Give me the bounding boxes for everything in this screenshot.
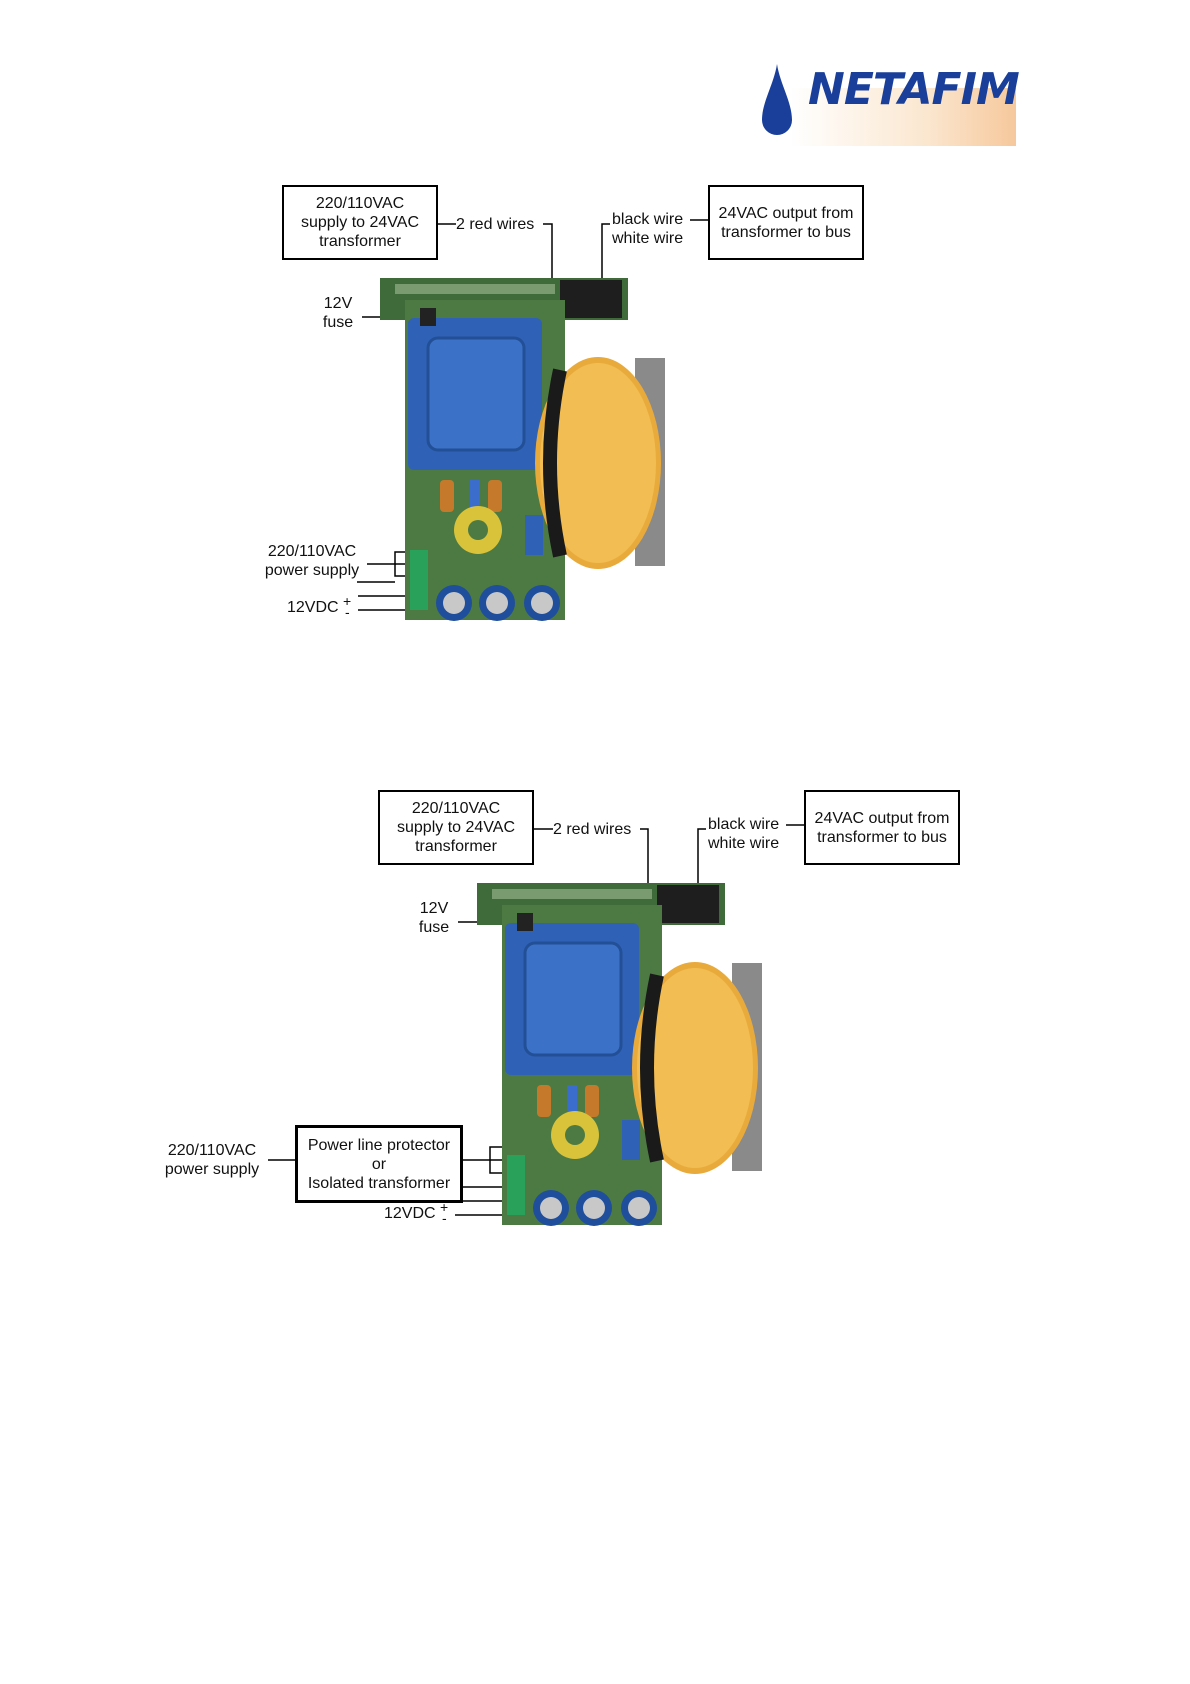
- power-supply-line-2: power supply: [164, 1161, 260, 1178]
- protector-box-line-1: Power line protector: [307, 1136, 451, 1154]
- output-to-bus-box: 24VAC output from transformer to bus: [804, 790, 960, 865]
- output-box-line-2: transformer to bus: [721, 223, 851, 241]
- dc-label: 12VDC: [384, 1205, 436, 1222]
- supply-box-line-3: transformer: [415, 838, 497, 855]
- water-drop-icon: [762, 64, 792, 135]
- power-line-protector-box: Power line protector or Isolated transfo…: [295, 1125, 463, 1203]
- output-box-line-1: 24VAC output from: [814, 809, 950, 827]
- supply-box-line-1: 220/110VAC: [315, 195, 405, 212]
- dc-plus-label: +: [440, 1199, 449, 1215]
- supply-to-transformer-box: 220/110VAC supply to 24VAC transformer: [378, 790, 534, 865]
- board-photo-illustration: [268, 824, 804, 1226]
- logo-text: NETAFIM: [808, 64, 1020, 115]
- fuse-label-line-2: fuse: [418, 919, 450, 936]
- dc-label: 12VDC: [287, 599, 339, 616]
- power-supply-diagram-top: 220/110VAC supply to 24VAC transformer 2…: [0, 180, 1190, 740]
- fuse-label: 12V fuse: [412, 899, 456, 937]
- fuse-label-line-1: 12V: [419, 900, 449, 917]
- dc-minus-label: -: [345, 604, 350, 620]
- supply-box-line-2: supply to 24VAC: [397, 819, 515, 836]
- board-photo-illustration: [357, 219, 708, 621]
- dc-minus-label: -: [442, 1210, 447, 1226]
- power-supply-line-1: 220/110VAC: [167, 1142, 257, 1159]
- fuse-label: 12V fuse: [316, 294, 360, 332]
- fuse-label-line-1: 12V: [323, 295, 353, 312]
- output-to-bus-box: 24VAC output from transformer to bus: [708, 185, 864, 260]
- power-supply-label: 220/110VAC power supply: [158, 1141, 266, 1179]
- red-wires-label: 2 red wires: [456, 216, 535, 233]
- fuse-label-line-2: fuse: [322, 314, 354, 331]
- output-box-line-2: transformer to bus: [817, 828, 947, 846]
- supply-to-transformer-box: 220/110VAC supply to 24VAC transformer: [282, 185, 438, 260]
- supply-box-line-2: supply to 24VAC: [301, 214, 419, 231]
- dc-plus-label: +: [343, 593, 352, 609]
- white-wire-label: white wire: [612, 230, 684, 247]
- black-wire-label: black wire: [612, 211, 684, 228]
- power-supply-line-2: power supply: [264, 562, 360, 579]
- power-supply-line-1: 220/110VAC: [267, 543, 357, 560]
- power-supply-label: 220/110VAC power supply: [258, 542, 366, 580]
- power-supply-diagram-bottom: 220/110VAC supply to 24VAC transformer 2…: [0, 785, 1190, 1345]
- protector-box-line-2: or: [371, 1155, 387, 1173]
- supply-box-line-3: transformer: [319, 233, 401, 250]
- white-wire-label: white wire: [708, 835, 780, 852]
- logo-gradient-band: [790, 88, 1016, 146]
- netafim-logo: NETAFIM: [760, 58, 1020, 148]
- red-wires-label: 2 red wires: [553, 821, 632, 838]
- output-box-line-1: 24VAC output from: [718, 204, 854, 222]
- supply-box-line-1: 220/110VAC: [411, 800, 501, 817]
- black-wire-label: black wire: [708, 816, 780, 833]
- protector-box-line-3: Isolated transformer: [307, 1174, 451, 1192]
